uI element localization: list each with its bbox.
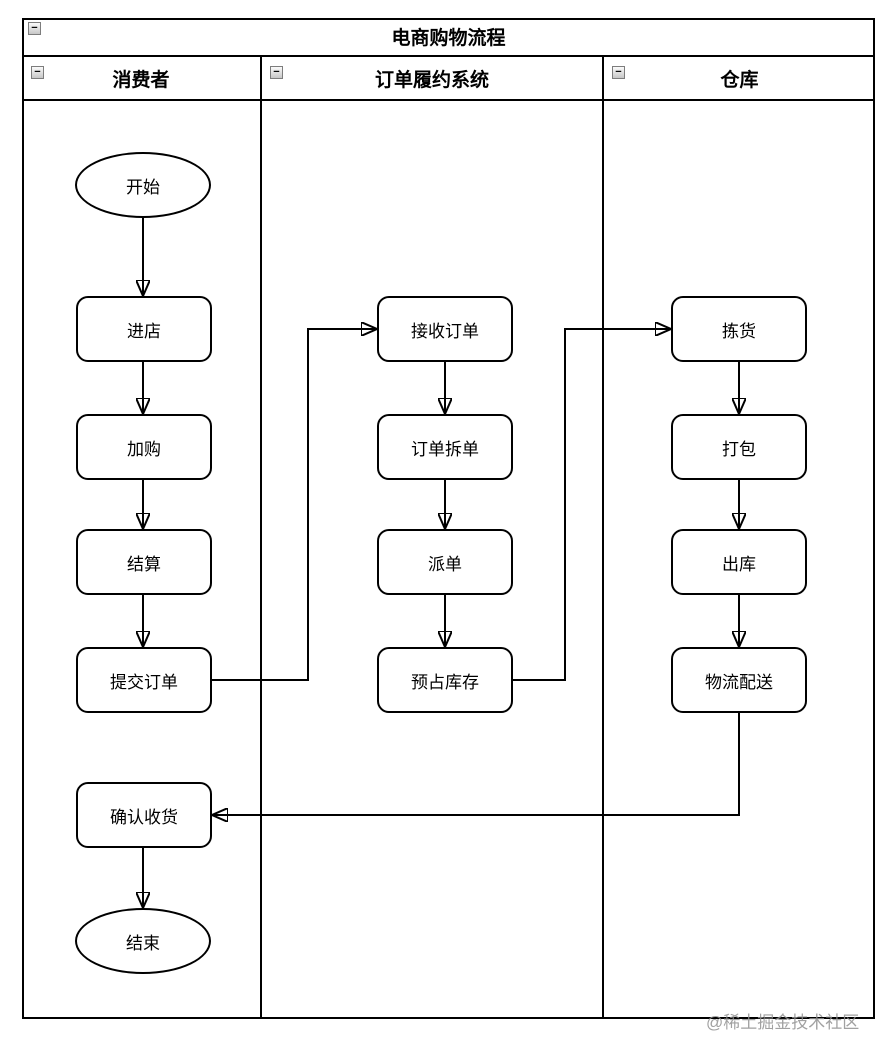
- node-submit-order[interactable]: 提交订单: [76, 647, 212, 713]
- node-start[interactable]: 开始: [75, 152, 211, 218]
- node-end[interactable]: 结束: [75, 908, 211, 974]
- node-receive-order[interactable]: 接收订单: [377, 296, 513, 362]
- title-row-divider: [22, 55, 875, 57]
- pool-title: 电商购物流程: [391, 28, 506, 49]
- lane-header-warehouse[interactable]: 仓库: [720, 69, 759, 91]
- minus-icon: −: [34, 66, 41, 78]
- lane-header-fulfillment[interactable]: 订单履约系统: [374, 69, 489, 91]
- node-enter-store[interactable]: 进店: [76, 296, 212, 362]
- node-checkout[interactable]: 结算: [76, 529, 212, 595]
- collapse-lane-consumer-button[interactable]: −: [31, 66, 44, 79]
- node-dispatch-order[interactable]: 派单: [377, 529, 513, 595]
- collapse-lane-fulfillment-button[interactable]: −: [270, 66, 283, 79]
- collapse-lane-warehouse-button[interactable]: −: [612, 66, 625, 79]
- node-confirm-receipt[interactable]: 确认收货: [76, 782, 212, 848]
- node-outbound[interactable]: 出库: [671, 529, 807, 595]
- node-packing[interactable]: 打包: [671, 414, 807, 480]
- collapse-pool-button[interactable]: −: [28, 22, 41, 35]
- lane-divider-1: [260, 55, 262, 1019]
- lane-header-consumer[interactable]: 消费者: [112, 69, 170, 91]
- node-logistics-delivery[interactable]: 物流配送: [671, 647, 807, 713]
- node-picking[interactable]: 拣货: [671, 296, 807, 362]
- lane-divider-2: [602, 55, 604, 1019]
- header-row-divider: [22, 99, 875, 101]
- minus-icon: −: [615, 66, 622, 78]
- node-add-to-cart[interactable]: 加购: [76, 414, 212, 480]
- pool-frame: [22, 18, 875, 1019]
- minus-icon: −: [31, 22, 38, 34]
- minus-icon: −: [273, 66, 280, 78]
- watermark: @稀土掘金技术社区: [706, 1013, 860, 1032]
- node-split-order[interactable]: 订单拆单: [377, 414, 513, 480]
- node-reserve-inventory[interactable]: 预占库存: [377, 647, 513, 713]
